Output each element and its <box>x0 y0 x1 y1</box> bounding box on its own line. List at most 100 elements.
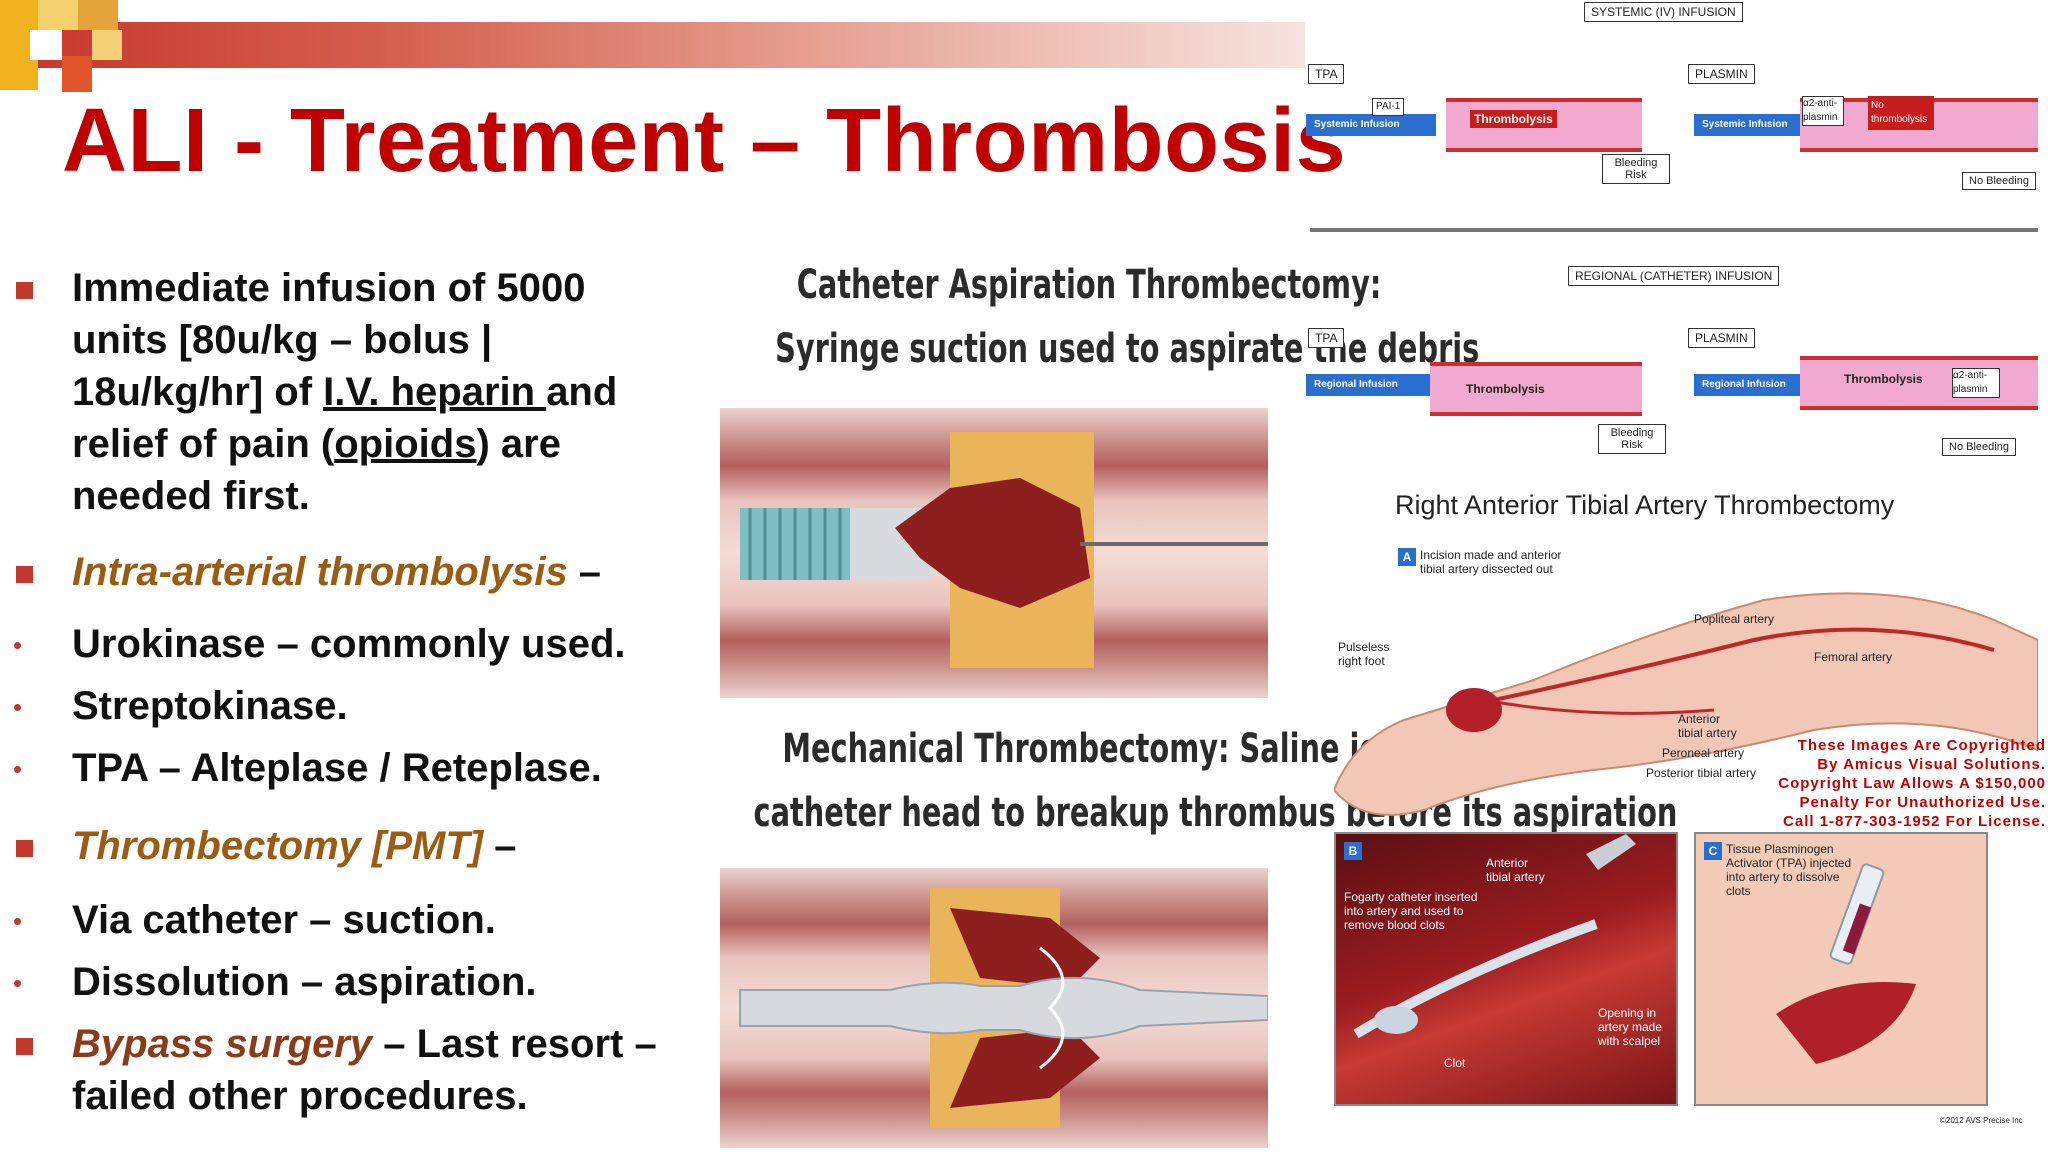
header-square-red <box>78 0 118 30</box>
peroneal-artery-line <box>1483 698 1715 715</box>
bullet-text: – Last resort – <box>372 1022 657 1066</box>
slide-title: ALI - Treatment – Thrombosis <box>62 91 1347 191</box>
caption-aspiration-2: Syringe suction used to aspirate the deb… <box>775 326 1480 372</box>
bullet-emphasis: Intra-arterial thrombolysis <box>72 550 568 594</box>
plasmin-label-bottom: PLASMIN <box>1688 328 1755 348</box>
catheter-body <box>739 976 1268 1040</box>
bullet-text: ) are <box>476 422 561 466</box>
thrombolysis-label-bottom: Thrombolysis <box>1466 382 1545 396</box>
panel-c-badge: C <box>1704 842 1722 860</box>
pai1-label-top: PAI-1 <box>1372 98 1405 116</box>
no-bleeding-label-bottom: No Bleeding <box>1942 438 2016 456</box>
vessel-tube-bottom-right <box>1800 356 2038 410</box>
label-posterior-tibial: Posterior tibial artery <box>1646 766 1757 780</box>
bullet-text-line: needed first. <box>72 474 310 518</box>
bullet-text-line: 18u/kg/hr] of I.V. heparin and <box>72 366 617 418</box>
thrombolysis-label-bottom-right: Thrombolysis <box>1844 372 1923 386</box>
bullet-text: – <box>567 550 602 594</box>
syringe-fluid <box>1842 903 1872 955</box>
bullet-text: 18u/kg/hr] of <box>72 370 324 414</box>
heparin-text: I.V. heparin <box>323 370 547 414</box>
panel-b-fogarty: B Fogarty catheter inserted into artery … <box>1334 832 1678 1106</box>
regional-infusion-arrow-left: Regional Infusion <box>1306 374 1432 396</box>
copyright-line: Copyright Law Allows A $150,000 <box>1778 775 2046 792</box>
tpa-label-bottom: TPA <box>1308 328 1345 348</box>
systemic-infusion-arrow-left: Systemic Infusion <box>1306 114 1436 136</box>
caption-aspiration-1: Catheter Aspiration Thrombectomy: <box>796 262 1382 308</box>
systemic-infusion-title: SYSTEMIC (IV) INFUSION <box>1584 2 1743 22</box>
bleeding-risk-label-top: Bleeding Risk <box>1602 154 1670 184</box>
bleeding-risk-label-bottom: Bleeding Risk <box>1598 424 1666 454</box>
copyright-notice: These Images Are Copyrighted By Amicus V… <box>1686 736 2046 831</box>
sub-bullet-marker <box>14 766 21 773</box>
label-anterior-tibial: Anterior tibial artery <box>1678 712 1737 740</box>
a2-antiplasmin-label-bottom: α2-anti-plasmin <box>1952 368 2000 398</box>
caption-mechanical-1: Mechanical Thrombectomy: Saline jets or … <box>782 726 1596 772</box>
sub-bullet-marker <box>14 918 21 925</box>
panel-a-caption: Incision made and anterior tibial artery… <box>1420 548 1562 576</box>
label-femoral-artery: Femoral artery <box>1814 650 1893 664</box>
vessel-tube-bottom-left <box>1430 362 1642 416</box>
incision-site <box>1446 688 1502 732</box>
bullet-marker <box>16 840 33 857</box>
header-gradient-bar <box>0 22 1305 68</box>
sub-bullet-marker <box>14 980 21 987</box>
opioids-text: opioids <box>334 422 477 466</box>
sub-bullet-text: Dissolution – aspiration. <box>72 960 537 1004</box>
sub-bullet-marker <box>14 642 21 649</box>
panel-b-anterior-text: Anterior tibial artery <box>1486 856 1545 884</box>
tpa-injection-illustration <box>1776 863 1916 1064</box>
bullet-text: – <box>483 824 517 868</box>
thrombolysis-label-top: Thrombolysis <box>1470 110 1557 128</box>
fogarty-catheter-illustration <box>1353 834 1636 1039</box>
saline-jet <box>1039 946 1065 1070</box>
leg-illustration-title: Right Anterior Tibial Artery Thrombectom… <box>1395 490 1895 520</box>
a2-antiplasmin-label-top: α2-anti-plasmin <box>1802 96 1844 126</box>
panel-b-opening-text: Opening in artery made with scalpel <box>1598 1006 1663 1048</box>
panel-c-text: Tissue Plasminogen Activator (TPA) injec… <box>1726 842 1852 898</box>
mechanical-thrombectomy-illustration <box>739 888 1268 1128</box>
label-peroneal-artery: Peroneal artery <box>1662 746 1745 760</box>
panel-b-fogarty-text: Fogarty catheter inserted into artery an… <box>1344 890 1478 932</box>
header-square-light <box>92 30 122 60</box>
bullet-emphasis: Thrombectomy [PMT] <box>72 824 484 868</box>
header-square-dark <box>62 56 92 92</box>
bullet-text-line: units [80u/kg – bolus | <box>72 318 493 362</box>
incision-site <box>1776 982 1916 1064</box>
bullet-text: and <box>546 370 618 414</box>
bullet-text-line: Bypass surgery – Last resort – <box>72 1018 657 1070</box>
regional-infusion-title: REGIONAL (CATHETER) INFUSION <box>1568 266 1780 286</box>
bullet-text-line: relief of pain (opioids) are <box>72 418 617 470</box>
sub-bullet-text: TPA – Alteplase / Reteplase. <box>72 746 602 790</box>
bullet-marker <box>16 1038 33 1055</box>
tpa-label-top: TPA <box>1308 64 1345 84</box>
catheter-coil-rings <box>748 508 842 580</box>
thrombus-fragment <box>950 908 1100 988</box>
artery-line <box>1493 627 1995 702</box>
bullet-text: relief of pain ( <box>72 422 335 466</box>
catheter-balloon <box>1374 1006 1418 1034</box>
bullet-text-line: Immediate infusion of 5000 <box>72 266 586 310</box>
diagram-divider <box>1310 228 2038 232</box>
bullet-marker <box>16 566 33 583</box>
aspiration-catheter-illustration <box>740 432 1268 668</box>
image-credit: ©2012 AVS Precise Inc <box>1940 1116 2023 1125</box>
systemic-infusion-arrow-right: Systemic Infusion <box>1694 114 1802 136</box>
sub-bullet-text: Via catheter – suction. <box>72 898 496 942</box>
no-thrombolysis-label: No thrombolysis <box>1868 96 1934 130</box>
bullet-emphasis: Bypass surgery <box>72 1022 373 1066</box>
leg-shape <box>1334 592 2038 816</box>
caption-mechanical-2: catheter head to breakup thrombus before… <box>753 790 1678 836</box>
copyright-line: By Amicus Visual Solutions. <box>1817 756 2046 773</box>
bullet-text-line: failed other procedures. <box>72 1074 528 1118</box>
thrombus-debris <box>895 478 1090 608</box>
panel-c-tpa: C Tissue Plasminogen Activator (TPA) inj… <box>1694 832 1988 1106</box>
no-bleeding-label-top: No Bleeding <box>1962 172 2036 190</box>
header-square-orange <box>38 0 78 30</box>
header-square-deep <box>30 30 62 60</box>
label-pulseless-foot: Pulseless right foot <box>1338 640 1390 668</box>
panel-a-badge: A <box>1398 548 1416 566</box>
copyright-line: These Images Are Copyrighted <box>1797 737 2046 754</box>
copyright-line: Penalty For Unauthorized Use. <box>1799 794 2046 811</box>
bullet-marker <box>16 282 33 299</box>
